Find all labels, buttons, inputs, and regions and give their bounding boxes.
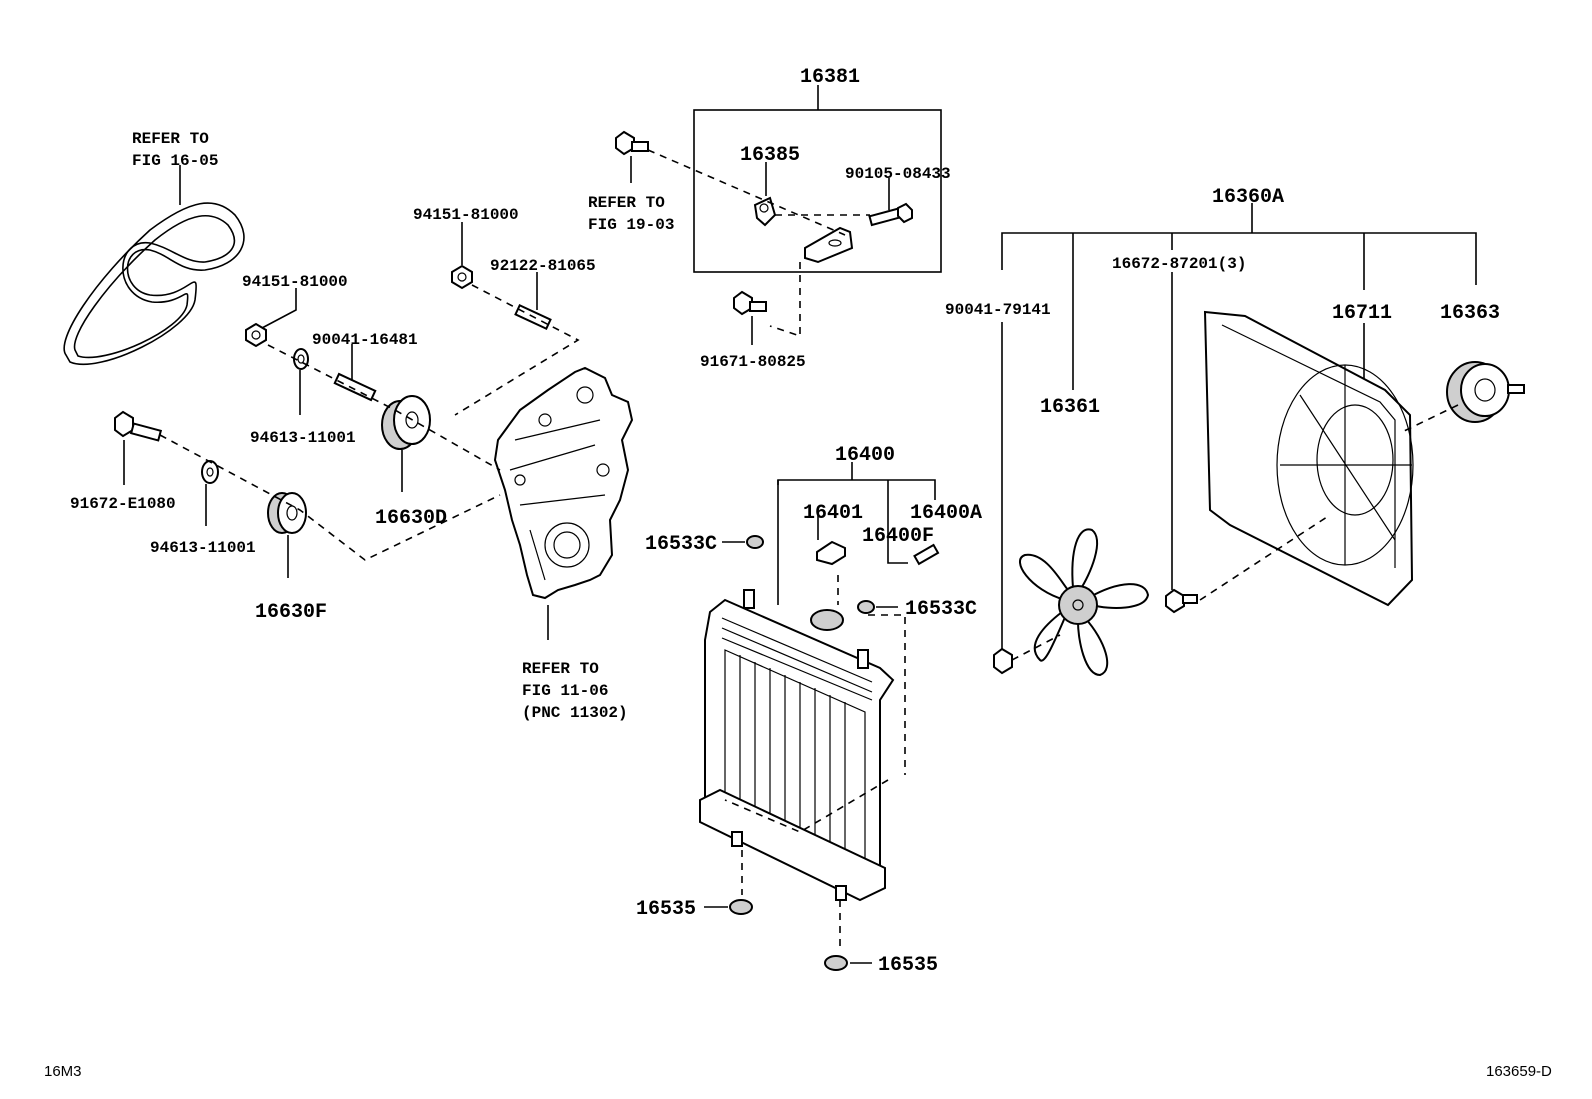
note-refer-fig-19-03: REFER TO FIG 19-03 [588,194,674,234]
bracket-plate [804,226,854,264]
cushion-16533C-upper [746,535,764,549]
label-90105-08433: 90105-08433 [845,165,951,183]
label-90041-16481: 90041-16481 [312,331,418,349]
bolt-91671-80825 [733,290,767,316]
label-94151-81000-lower: 94151-81000 [242,273,348,291]
svg-text:REFER TO: REFER TO [132,130,209,148]
svg-text:FIG 16-05: FIG 16-05 [132,152,218,170]
cushion-16533C-lower [857,600,875,614]
label-92122-81065: 92122-81065 [490,257,596,275]
label-16630F: 16630F [255,601,327,624]
fan-16361 [1019,528,1150,677]
label-16535-left: 16535 [636,898,696,921]
bolt-refer-19-03 [615,130,649,156]
label-16630D: 16630D [375,507,447,530]
bracket-assembly-box [693,109,942,273]
bracket-16385 [753,196,777,227]
svg-text:REFER TO: REFER TO [522,660,599,678]
footer-right-code: 163659-D [1486,1063,1552,1080]
label-94151-81000-upper: 94151-81000 [413,206,519,224]
timing-chain-cover [493,366,634,600]
nut-94151-lower [245,322,267,348]
cushion-16535-left [729,899,753,915]
label-16535-right: 16535 [878,954,938,977]
label-16400A: 16400A [910,502,982,525]
footer-left-code: 16M3 [44,1063,82,1080]
label-16711: 16711 [1332,302,1392,325]
fan-shroud-16711 [1203,310,1414,607]
label-16363: 16363 [1440,302,1500,325]
radiator-16400 [699,589,895,902]
label-16381: 16381 [800,66,860,89]
label-16400F: 16400F [862,525,934,548]
drain-plug-16400A [913,543,940,566]
label-16533C-upper: 16533C [645,533,717,556]
note-refer-fig-16-05: REFER TO FIG 16-05 [132,130,218,170]
label-16361: 16361 [1040,396,1100,419]
label-16672-87201: 16672-87201(3) [1112,255,1246,273]
idler-pulley-16630F [267,492,307,534]
bolt-91672-E1080 [114,410,163,442]
fan-belt [63,202,245,365]
svg-text:REFER TO: REFER TO [588,194,665,212]
svg-text:(PNC 11302): (PNC 11302) [522,704,628,722]
bolt-16672-87201 [1165,588,1198,614]
label-16385: 16385 [740,144,800,167]
note-refer-fig-11-06: REFER TO FIG 11-06 (PNC 11302) [522,660,628,722]
label-94613-11001-upper: 94613-11001 [250,429,356,447]
radiator-cap-16401 [816,540,846,566]
nut-94151-upper [451,264,473,290]
label-16360A: 16360A [1212,186,1284,209]
cushion-16535-right [824,955,848,971]
label-16400: 16400 [835,444,895,467]
nut-90041-79141 [993,647,1013,675]
stud-90041-16481 [333,372,377,402]
svg-text:FIG 11-06: FIG 11-06 [522,682,608,700]
label-91672-E1080: 91672-E1080 [70,495,176,513]
label-16401: 16401 [803,502,863,525]
label-94613-11001-lower: 94613-11001 [150,539,256,557]
idler-pulley-16630D [381,395,431,450]
fan-motor-16363 [1446,361,1525,423]
label-90041-79141: 90041-79141 [945,301,1051,319]
label-91671-80825: 91671-80825 [700,353,806,371]
washer-94613-lower [201,460,219,484]
svg-text:FIG 19-03: FIG 19-03 [588,216,674,234]
bolt-90105-08433 [868,202,913,227]
part-labels: 16381 16385 90105-08433 16360A 16672-872… [70,66,1500,977]
label-16533C-lower: 16533C [905,598,977,621]
